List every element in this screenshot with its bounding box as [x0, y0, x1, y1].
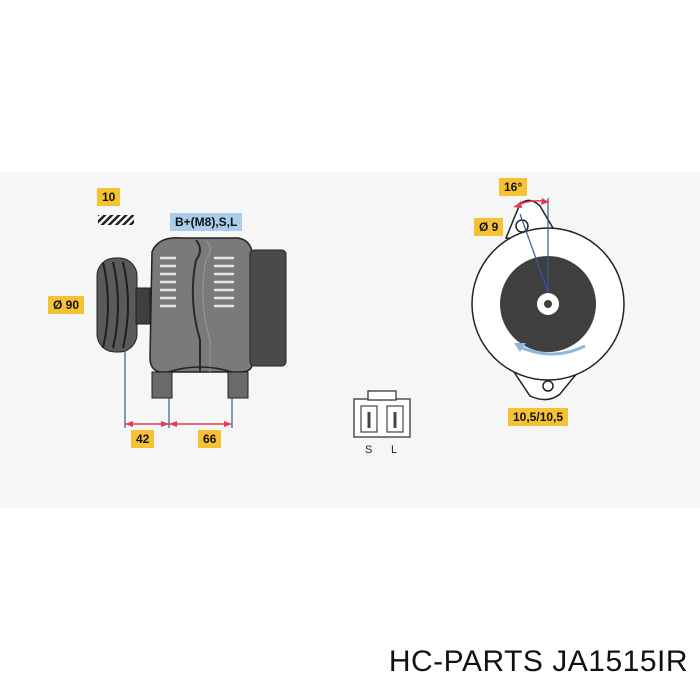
angle-label: 16°	[499, 178, 528, 196]
part-number-caption: HC-PARTS JA1515IR	[388, 645, 688, 678]
plug-l-label: L	[391, 444, 398, 456]
alternator-front-view	[471, 198, 625, 401]
pulley-diameter-label: Ø 90	[48, 296, 85, 314]
dimension-42-label: 42	[131, 430, 155, 448]
lower-mount-hole	[542, 380, 554, 392]
hole-diameter-label: Ø 9	[474, 218, 504, 236]
cooling-fins-rear	[214, 256, 234, 308]
mounting-foot-front	[151, 371, 173, 399]
cooling-fins-front	[160, 256, 176, 308]
rotation-arrow	[517, 344, 586, 356]
mounting-foot-rear	[227, 371, 249, 399]
thread-spec-label: 10	[97, 188, 121, 206]
pulley-hub	[135, 287, 151, 325]
plug-s-label: S	[365, 444, 373, 456]
alternator-side-view	[96, 237, 287, 399]
rear-cover	[249, 249, 287, 367]
terminals-label: B+(M8),S,L	[170, 213, 243, 231]
dimension-66-label: 66	[198, 430, 222, 448]
mount-spacing-label: 10,5/10,5	[508, 408, 569, 426]
thread-hatch-marker	[98, 215, 134, 225]
plug-connector	[353, 390, 411, 438]
dimension-guides-side	[124, 350, 233, 428]
